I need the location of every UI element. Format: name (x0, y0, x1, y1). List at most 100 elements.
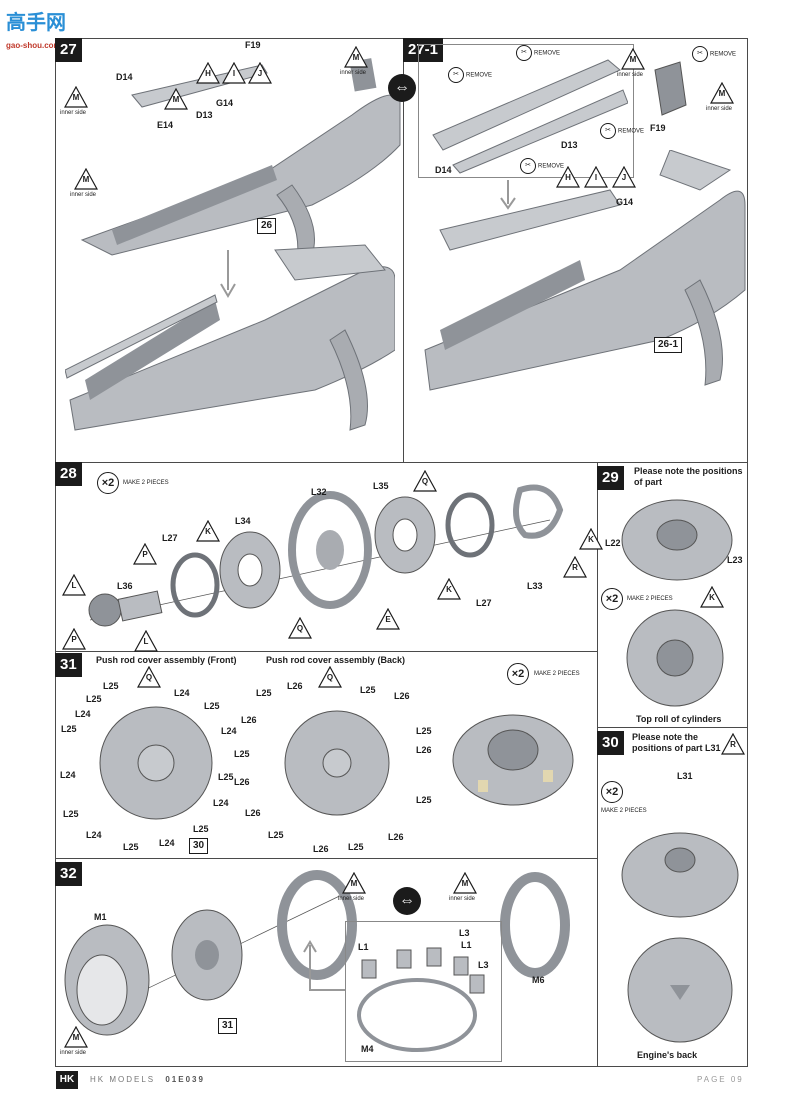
label-back-L25-5: L25 (416, 795, 432, 805)
label-F19-a: F19 (245, 40, 261, 50)
label-M1: M1 (94, 912, 107, 922)
label-front-L25-6: L25 (63, 809, 79, 819)
step-30-number: 30 (597, 731, 624, 755)
step-27-1-panels (432, 59, 628, 174)
step-30-engine-top (621, 832, 739, 918)
ref-step-26-1: 26-1 (654, 337, 683, 353)
step-28-number: 28 (55, 462, 82, 486)
step-31-number: 31 (55, 653, 82, 677)
label-L34: L34 (235, 516, 251, 526)
marker-R-b: R (720, 732, 746, 755)
label-front-L24-4: L24 (60, 770, 76, 780)
label-D14-a: D14 (116, 72, 133, 82)
remove-note-5: ✂REMOVE (692, 46, 736, 62)
step-31-back-disc (284, 710, 390, 816)
step-31-front-disc (99, 706, 213, 820)
marker-L-a: L (61, 573, 87, 596)
make-2-pieces-29: MAKE 2 PIECES (627, 596, 673, 602)
footer-logo: HK (56, 1071, 78, 1089)
marker-E: E (375, 607, 401, 630)
step-27-1-fuselage (424, 150, 746, 391)
marker-I-b: I (583, 165, 609, 188)
marker-R-a: R (562, 555, 588, 578)
step-27-fuselage-bottom (65, 244, 395, 431)
title-back-assembly: Push rod cover assembly (Back) (266, 655, 406, 665)
remove-note-4: ✂REMOVE (520, 158, 564, 174)
step-27-fuselage-top (80, 58, 401, 261)
step-29-engine-front (621, 499, 733, 581)
step-32-return-arrow (303, 940, 345, 991)
label-F19-b: F19 (650, 123, 666, 133)
label-L3-a: L3 (459, 928, 470, 938)
step-30-engine-back (627, 937, 733, 1043)
label-back-L26-3: L26 (241, 715, 257, 725)
step-32-number: 32 (55, 862, 82, 886)
marker-K-a: K (195, 519, 221, 542)
step-27-number: 27 (55, 38, 82, 62)
footer-brand: HK MODELS 01E039 (90, 1075, 205, 1084)
caption-engine-back: Engine's back (637, 1050, 698, 1060)
label-L22: L22 (605, 538, 621, 548)
multiplier-badge-31: ×2 (507, 663, 529, 685)
label-L27-b: L27 (476, 598, 492, 608)
flip-over-icon-32: ⇔ (393, 887, 421, 915)
label-front-L25-5: L25 (218, 772, 234, 782)
step-32-inset (345, 921, 502, 1062)
ref-step-31: 31 (218, 1018, 238, 1034)
multiplier-badge-29: ×2 (601, 588, 623, 610)
label-L31: L31 (677, 771, 693, 781)
marker-P-b: P (132, 542, 158, 565)
note-29: Please note the positions of part (634, 466, 743, 487)
make-2-pieces-30: MAKE 2 PIECES (601, 808, 647, 814)
step-29-number: 29 (597, 466, 624, 490)
label-L23: L23 (727, 555, 743, 565)
remove-note-1: ✂REMOVE (516, 45, 560, 61)
step-28-engine-exploded (88, 484, 564, 627)
marker-P-a: P (61, 627, 87, 650)
multiplier-badge-28: ×2 (97, 472, 119, 494)
label-front-L24-1: L24 (174, 688, 190, 698)
marker-M-a: M (163, 87, 189, 110)
label-L35: L35 (373, 481, 389, 491)
flip-over-icon: ⇔ (388, 74, 416, 102)
label-back-L25-1: L25 (360, 685, 376, 695)
label-back-L25-6: L25 (268, 830, 284, 840)
step-27-1-inset (418, 44, 634, 178)
label-G14-b: G14 (616, 197, 634, 207)
marker-Q-d: Q (317, 665, 343, 688)
label-L32: L32 (311, 487, 327, 497)
label-back-L26-8: L26 (313, 844, 329, 854)
ref-step-26: 26 (257, 218, 277, 234)
watermark-url: gao-shou.com (6, 41, 61, 50)
watermark-text: 高手网 (6, 10, 66, 34)
label-front-L24-3: L24 (221, 726, 237, 736)
label-back-L25-7: L25 (348, 842, 364, 852)
multiplier-badge-30: ×2 (601, 781, 623, 803)
make-2-pieces-31: MAKE 2 PIECES (534, 671, 580, 677)
remove-note-3: ✂REMOVE (600, 123, 644, 139)
label-front-L24-2: L24 (75, 709, 91, 719)
step-27-1-canopy (654, 61, 687, 116)
marker-L-b: L (133, 629, 159, 652)
label-front-L24-6: L24 (86, 830, 102, 840)
marker-K-d: K (699, 585, 725, 608)
label-M6: M6 (532, 975, 545, 985)
label-back-L26-4: L26 (416, 745, 432, 755)
label-front-L25-8: L25 (123, 842, 139, 852)
marker-Q-a: Q (287, 616, 313, 639)
step-32-ring-M6 (500, 872, 570, 978)
marker-K-b: K (436, 577, 462, 600)
label-M4: M4 (361, 1044, 374, 1054)
label-D13-a: D13 (196, 110, 213, 120)
ref-step-30: 30 (189, 838, 209, 854)
label-front-L25-3: L25 (204, 701, 220, 711)
footer-page-number: PAGE 09 (697, 1075, 744, 1084)
label-L36: L36 (117, 581, 133, 591)
label-back-L26-5: L26 (234, 777, 250, 787)
step-29-engine-top-roll (626, 609, 724, 707)
watermark-logo: 高手网 gao-shou.com (6, 6, 66, 53)
